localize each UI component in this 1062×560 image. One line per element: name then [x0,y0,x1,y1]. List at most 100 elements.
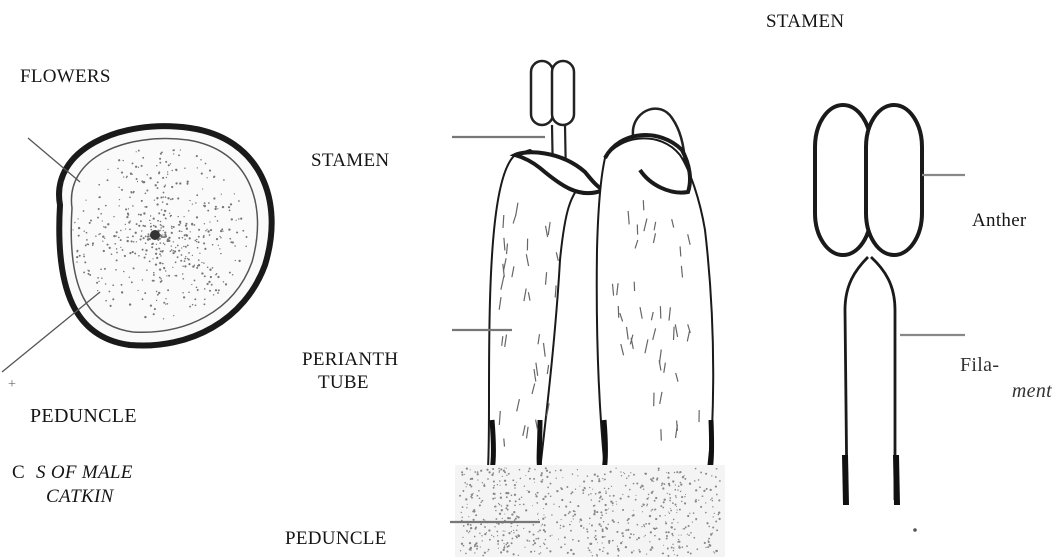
stipple-dot [511,513,513,515]
peduncle-leader-line [2,292,100,372]
stipple-dot [476,545,478,547]
stipple-dot [556,521,558,523]
stipple-dot [149,220,150,221]
stipple-dot [203,235,205,237]
stipple-dot [182,278,184,280]
stipple-dot [612,505,613,506]
stipple-dot [658,469,660,471]
stipple-dot [571,521,572,522]
stipple-dot [160,221,162,223]
stipple-dot [572,539,574,541]
stipple-dot [467,504,468,505]
stipple-dot [645,535,646,536]
stipple-dot [495,518,497,520]
stipple-dot [652,548,653,549]
stipple-dot [96,282,98,284]
stipple-dot [219,236,220,237]
stipple-dot [204,275,206,277]
stipple-dot [145,206,147,208]
stipple-dot [171,215,172,216]
stipple-dot [604,479,606,481]
stipple-dot [545,539,546,540]
hair-stroke [504,439,505,447]
stipple-dot [196,286,198,288]
stipple-dot [596,511,598,513]
stipple-dot [478,490,480,492]
stipple-dot [570,493,572,495]
stipple-dot [676,512,677,513]
stipple-dot [143,237,145,239]
stipple-dot [710,499,711,500]
stipple-dot [98,197,100,199]
stipple-dot [126,216,128,218]
stipple-dot [107,179,109,181]
stipple-dot [635,499,637,501]
stipple-dot [632,515,634,517]
stipple-dot [537,492,539,494]
stipple-dot [182,273,183,274]
stipple-dot [678,541,680,543]
stipple-dot [715,521,717,523]
stipple-dot [184,258,186,260]
stipple-dot [566,486,568,488]
stipple-dot [572,553,574,555]
stipple-dot [236,220,237,221]
stipple-dot [508,473,510,475]
stipple-dot [154,199,155,200]
stipple-dot [132,205,134,207]
stipple-dot [540,481,541,482]
stipple-dot [141,165,143,167]
stipple-dot [604,488,605,489]
stipple-dot [183,246,184,247]
stipple-dot [206,283,208,285]
stipple-dot [97,290,98,291]
stipple-dot [180,260,182,262]
stipple-dot [668,483,670,485]
stipple-dot [631,551,633,553]
stipple-dot [180,222,182,224]
stipple-dot [579,486,580,487]
caption-c: C [12,462,25,483]
stipple-dot [612,502,614,504]
stipple-dot [625,529,627,531]
stipple-dot [508,532,510,534]
stipple-dot [544,524,546,526]
stipple-dot [98,281,99,282]
stipple-dot [556,478,557,479]
stipple-dot [459,495,461,497]
stipple-dot [588,494,589,495]
stipple-dot [158,171,160,173]
stipple-dot [196,239,197,240]
stipple-dot [121,291,123,293]
stipple-dot [486,469,488,471]
stipple-dot [482,482,483,483]
stipple-dot [222,231,223,232]
stipple-dot [708,540,709,541]
stipple-dot [129,277,130,278]
stipple-dot [481,500,483,502]
stipple-dot [109,291,111,293]
stipple-dot [142,249,144,251]
stipple-dot [164,236,166,238]
stipple-dot [155,248,157,250]
filament-label-line2: ment [960,378,1052,404]
stipple-dot [156,291,158,293]
stipple-dot [240,217,242,219]
stipple-dot [514,519,516,521]
stipple-dot [145,236,147,238]
stipple-dot [677,509,678,510]
stipple-dot [181,231,182,232]
stipple-dot [173,226,175,228]
stipple-dot [177,256,179,258]
stipple-dot [671,547,673,549]
stipple-dot [113,235,115,237]
hair-stroke [674,327,675,340]
stipple-dot [177,245,179,247]
stipple-dot [698,479,700,481]
stipple-dot [127,240,129,242]
stipple-dot [572,515,574,517]
stipple-dot [676,506,677,507]
stipple-dot [491,535,492,536]
stipple-dot [700,471,702,473]
stipple-dot [651,509,653,511]
